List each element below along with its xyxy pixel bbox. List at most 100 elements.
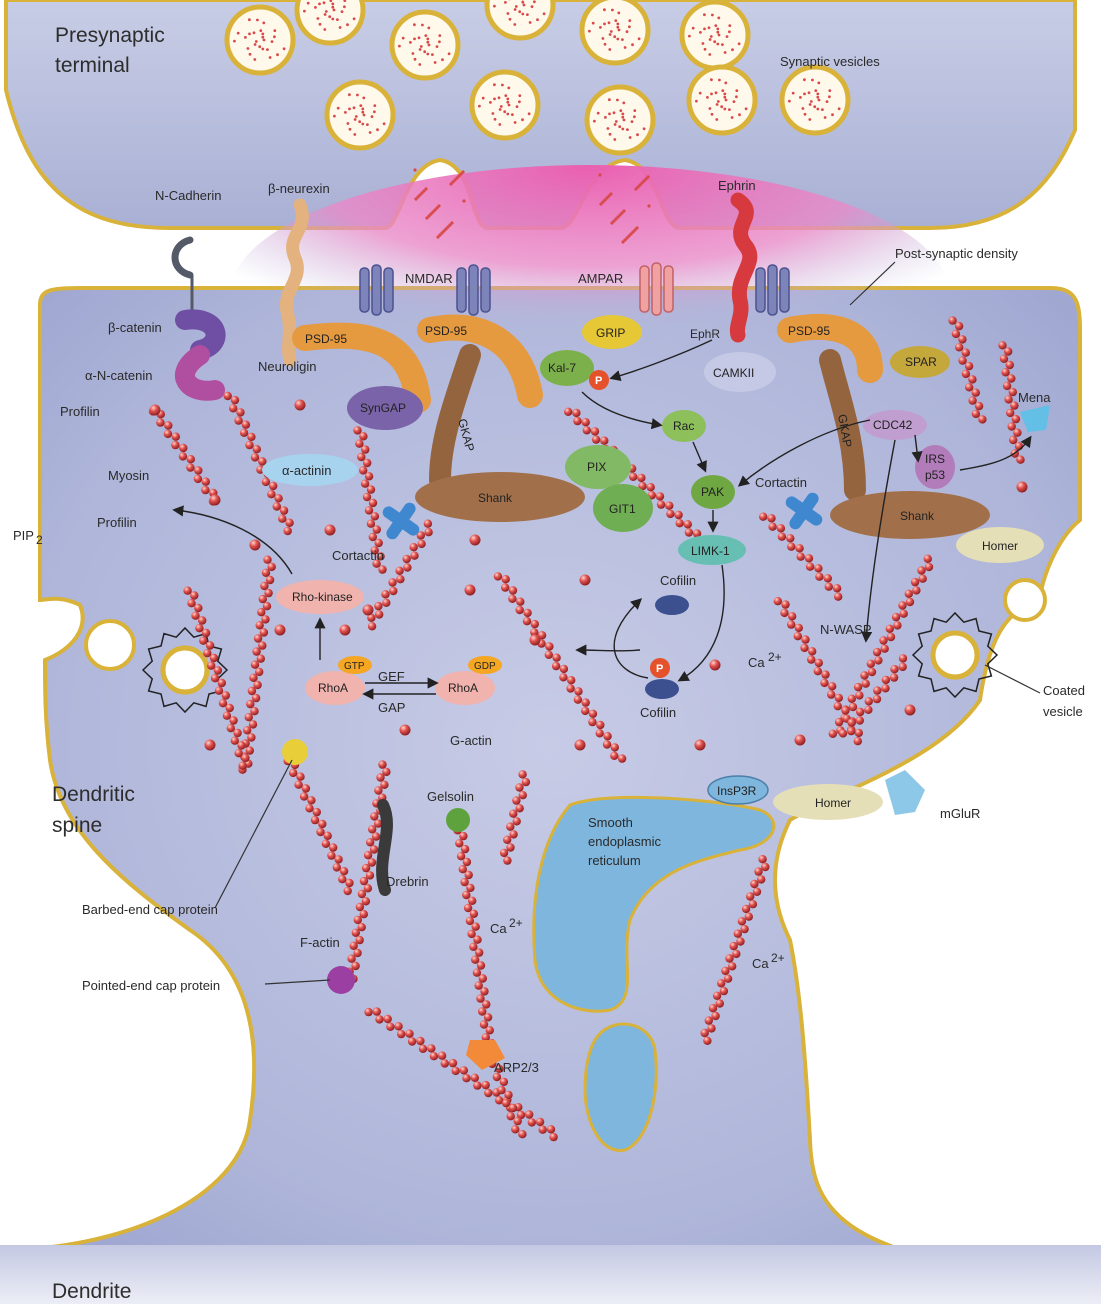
shank-a-label: Shank	[478, 491, 513, 505]
ca-label-1: Ca	[748, 655, 765, 670]
ampar-label: AMPAR	[578, 271, 623, 286]
profilin-top-label: Profilin	[60, 404, 100, 419]
gelsolin-shape	[446, 808, 470, 832]
pip2-label: PIP	[13, 528, 34, 543]
synaptic-vesicle	[227, 7, 293, 73]
synaptic-vesicle	[472, 72, 538, 138]
insp3r-label: InsP3R	[717, 784, 757, 798]
ca-sup-2: 2+	[509, 916, 523, 930]
endocytic-pit-left	[86, 621, 134, 669]
dendritic-spine	[0, 288, 1101, 1304]
homer-b-label: Homer	[982, 539, 1018, 553]
spar-label: SPAR	[905, 355, 937, 369]
g-actin-monomer	[325, 525, 336, 536]
ca-sup-3: 2+	[771, 951, 785, 965]
synaptic-vesicle	[297, 0, 363, 43]
mena-label: Mena	[1018, 390, 1051, 405]
git1-label: GIT1	[609, 502, 636, 516]
synaptic-vesicle	[582, 0, 648, 63]
gef-label: GEF	[378, 669, 405, 684]
gtp-label: GTP	[344, 661, 365, 672]
pointed-end-label: Pointed-end cap protein	[82, 978, 220, 993]
presynaptic-label-1: Presynaptic	[55, 24, 165, 47]
kal7-label: Kal-7	[548, 361, 576, 375]
g-actin-monomer	[710, 660, 721, 671]
g-actin-label: G-actin	[450, 733, 492, 748]
cdc42-label: CDC42	[873, 418, 913, 432]
coated-vesicle-label-2: vesicle	[1043, 704, 1083, 719]
g-actin-monomer	[295, 400, 306, 411]
g-actin-monomer	[363, 605, 374, 616]
spine-label-2: spine	[52, 814, 102, 837]
alpha-n-catenin-label: α-N-catenin	[85, 368, 152, 383]
beta-neurexin-label: β-neurexin	[268, 181, 330, 196]
synaptic-vesicles-label: Synaptic vesicles	[780, 54, 880, 69]
g-actin-monomer	[905, 705, 916, 716]
gelsolin-label: Gelsolin	[427, 789, 474, 804]
g-actin-monomer	[695, 740, 706, 751]
g-actin-monomer	[795, 735, 806, 746]
g-actin-monomer	[400, 725, 411, 736]
cofilin-top-shape	[655, 595, 689, 615]
g-actin-monomer	[1017, 482, 1028, 493]
profilin-left-label: Profilin	[97, 515, 137, 530]
g-actin-monomer	[530, 635, 541, 646]
pak-label: PAK	[701, 485, 724, 499]
endocytic-pit-right	[1005, 580, 1045, 620]
barbed-cap-shape	[282, 739, 308, 765]
psd-label: Post-synaptic density	[895, 246, 1018, 261]
synaptic-vesicle	[587, 87, 653, 153]
mglur-label: mGluR	[940, 806, 980, 821]
g-actin-monomer	[205, 740, 216, 751]
synaptic-vesicle	[682, 2, 748, 68]
beta-catenin-label: β-catenin	[108, 320, 162, 335]
p2-label: P	[656, 663, 663, 675]
n-cadherin-label: N-Cadherin	[155, 188, 221, 203]
synaptic-vesicle	[392, 12, 458, 78]
cortactin-left-label: Cortactin	[332, 548, 384, 563]
grip-label: GRIP	[596, 326, 625, 340]
ca-label-3: Ca	[752, 956, 769, 971]
gdp-label: GDP	[474, 661, 496, 672]
drebrin-label: Drebrin	[386, 874, 429, 889]
dendrite-label: Dendrite	[52, 1280, 131, 1303]
shank-b-label: Shank	[900, 509, 935, 523]
limk-label: LIMK-1	[691, 544, 730, 558]
pointed-cap-shape	[327, 966, 355, 994]
gap-label: GAP	[378, 700, 405, 715]
syngap-label: SynGAP	[360, 401, 406, 415]
arp23-label: ARP2/3	[494, 1060, 539, 1075]
ca-sup-1: 2+	[768, 650, 782, 664]
psd95-b-label: PSD-95	[425, 324, 467, 338]
g-actin-monomer	[210, 495, 221, 506]
ephr-label: EphR	[690, 327, 720, 341]
myosin-label: Myosin	[108, 468, 149, 483]
rhoa-b-label: RhoA	[448, 681, 478, 695]
camkii-label: CAMKII	[713, 366, 754, 380]
barbed-end-label: Barbed-end cap protein	[82, 902, 218, 917]
psd95-a-label: PSD-95	[305, 332, 347, 346]
g-actin-monomer	[465, 585, 476, 596]
irs-label-1: IRS	[925, 452, 945, 466]
cortactin-right-label: Cortactin	[755, 475, 807, 490]
g-actin-monomer	[470, 535, 481, 546]
psd95-c-label: PSD-95	[788, 324, 830, 338]
synaptic-vesicle	[689, 67, 755, 133]
synaptic-vesicle	[782, 67, 848, 133]
ephrin-label: Ephrin	[718, 178, 756, 193]
dendrite-shaft	[0, 1245, 1101, 1304]
neuroligin-label: Neuroligin	[258, 359, 317, 374]
p1-label: P	[595, 375, 602, 387]
irs-label-2: p53	[925, 468, 945, 482]
ser-label-1: Smooth	[588, 815, 633, 830]
rac-label: Rac	[673, 419, 694, 433]
cofilin-bottom-shape	[645, 679, 679, 699]
g-actin-monomer	[250, 540, 261, 551]
pix-label: PIX	[587, 460, 606, 474]
g-actin-monomer	[580, 575, 591, 586]
n-wasp-label: N-WASP	[820, 622, 872, 637]
cofilin-top-label: Cofilin	[660, 573, 696, 588]
ser-label-2: endoplasmic	[588, 834, 661, 849]
rho-kinase-label: Rho-kinase	[292, 590, 353, 604]
